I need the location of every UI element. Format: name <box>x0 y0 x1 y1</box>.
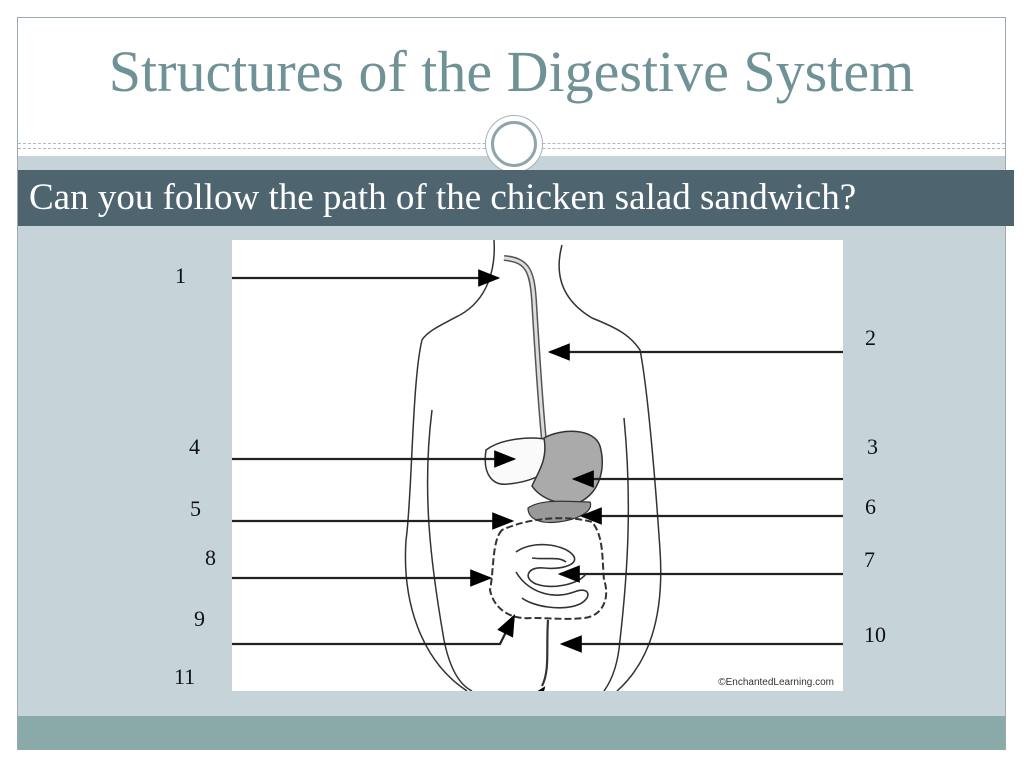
label-7: 7 <box>864 547 875 572</box>
label-3: 3 <box>867 434 878 459</box>
label-1: 1 <box>175 263 186 288</box>
label-4: 4 <box>189 434 200 459</box>
label-6: 6 <box>865 494 876 519</box>
body-outline <box>404 240 662 691</box>
digestive-system-diagram: ©EnchantedLearning.com <box>232 240 843 691</box>
label-8: 8 <box>205 545 216 570</box>
diagram-credit: ©EnchantedLearning.com <box>718 677 834 688</box>
esophagus <box>503 255 547 441</box>
pointer-line-11 <box>525 686 546 691</box>
digestive-diagram-svg: ©EnchantedLearning.com <box>232 240 843 691</box>
slide: Structures of the Digestive System Can y… <box>17 17 1014 750</box>
small-intestine <box>515 543 589 609</box>
footer-band <box>18 716 1005 750</box>
slide-title: Structures of the Digestive System <box>108 39 915 104</box>
pointer-line-9 <box>232 614 515 646</box>
label-9: 9 <box>194 606 205 631</box>
label-2: 2 <box>865 325 876 350</box>
label-10: 10 <box>864 622 886 647</box>
subtitle-band: Can you follow the path of the chicken s… <box>18 170 1014 226</box>
label-11: 11 <box>174 664 196 689</box>
divider-ring-icon <box>491 121 537 167</box>
label-5: 5 <box>190 496 201 521</box>
pointer-lines <box>232 269 843 691</box>
rectum <box>541 619 550 687</box>
